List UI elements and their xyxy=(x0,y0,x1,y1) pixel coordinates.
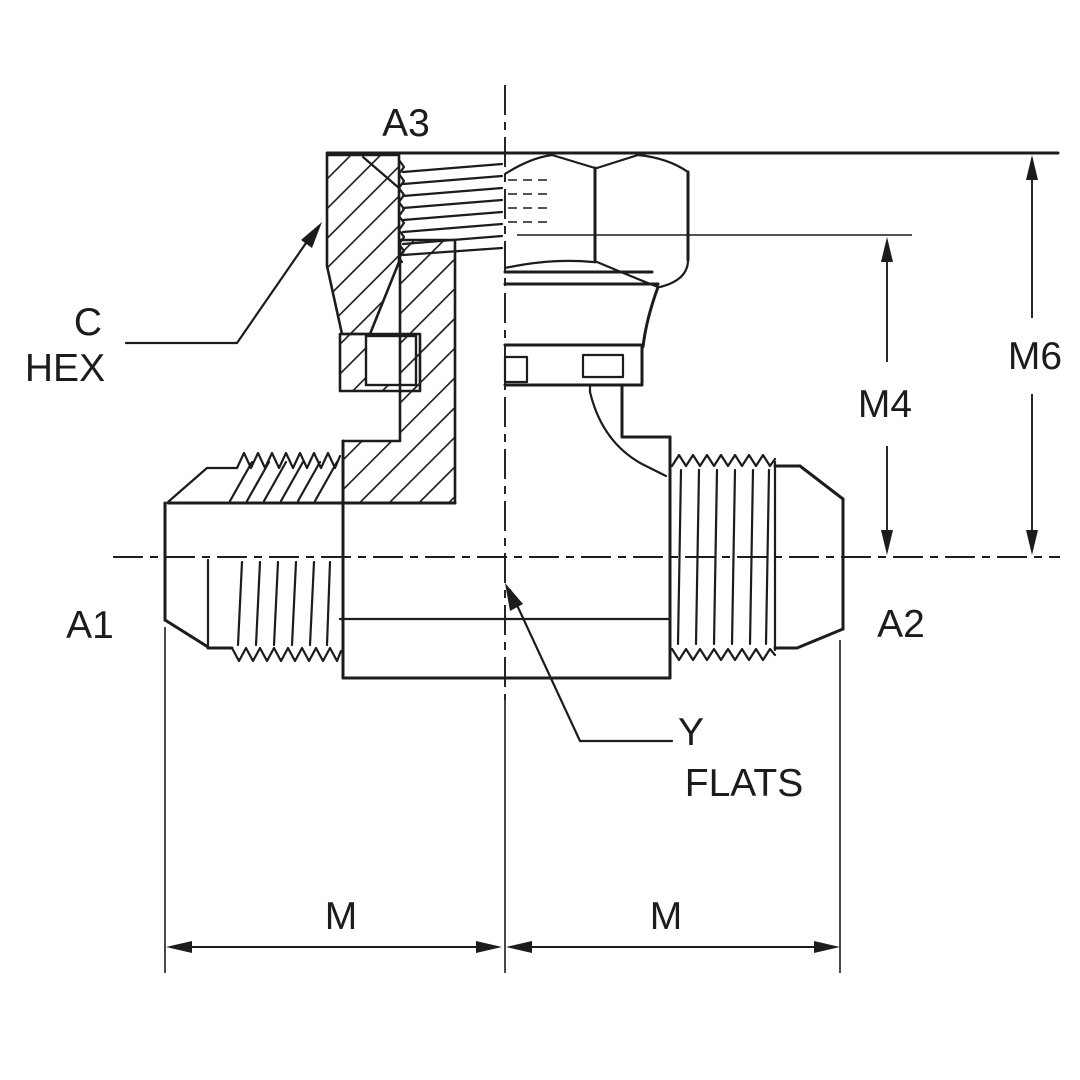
label-hex: HEX xyxy=(25,347,105,390)
right-thread-crest-top xyxy=(670,453,777,468)
tee-body xyxy=(166,435,672,680)
nut-thread-chamfer xyxy=(361,155,401,190)
m-left-arrow-right xyxy=(476,941,502,953)
label-c: C xyxy=(74,301,102,344)
left-thread-crest-bottom xyxy=(230,646,343,663)
callout-c-hex: C HEX xyxy=(25,222,322,390)
right-nose-chamfer-top xyxy=(798,464,845,501)
c-hex-leader xyxy=(124,228,317,345)
m4-arrow-up xyxy=(881,237,893,262)
m6-arrow-up xyxy=(1026,155,1038,180)
m6-arrow-down xyxy=(1026,530,1038,555)
dimension-m4: M4 xyxy=(517,234,912,555)
label-m-left: M xyxy=(325,895,358,938)
nut-hex-external xyxy=(503,153,690,349)
hex-face-chamfer-left xyxy=(503,153,597,176)
label-m6: M6 xyxy=(1008,335,1062,378)
hex-bottom-left xyxy=(503,259,595,270)
label-flats: FLATS xyxy=(685,762,803,805)
label-m-right: M xyxy=(650,895,683,938)
y-flats-leader xyxy=(508,588,674,743)
dimension-m-right: M xyxy=(506,640,841,973)
port-labels: A3 A1 A2 xyxy=(66,102,925,647)
right-nose-chamfer-bottom xyxy=(795,627,845,650)
centerlines xyxy=(113,85,1060,973)
left-flare-cone xyxy=(166,466,209,504)
m4-arrow-down xyxy=(881,530,893,555)
label-a2: A2 xyxy=(877,603,925,646)
left-thread-section-lines xyxy=(228,460,339,503)
y-flats-arrowhead xyxy=(505,583,523,611)
label-a1: A1 xyxy=(66,604,114,647)
label-y: Y xyxy=(678,711,704,754)
label-m4: M4 xyxy=(858,383,912,426)
left-thread-crest-top xyxy=(235,451,342,470)
hex-corner-fillet xyxy=(658,258,690,289)
left-nose-chamfer xyxy=(163,618,210,649)
left-thread-flanks xyxy=(236,560,332,647)
m-right-arrow-right xyxy=(814,941,840,953)
right-thread-crest-bottom xyxy=(670,647,777,662)
callout-y-flats: Y FLATS xyxy=(505,583,803,805)
dimension-m-left: M xyxy=(164,627,502,973)
m-left-arrow-left xyxy=(166,941,192,953)
nut-shoulder-curve xyxy=(641,285,660,349)
hex-face-chamfer-right xyxy=(595,153,690,174)
m-right-arrow-left xyxy=(506,941,532,953)
c-hex-arrowhead xyxy=(301,222,322,248)
left-male-port xyxy=(163,451,343,663)
dimension-m6: M6 xyxy=(1008,155,1062,555)
nut-hidden-threads xyxy=(508,179,552,223)
swivel-nut-assembly xyxy=(325,151,1060,505)
elbow-fillet-curve xyxy=(588,390,668,478)
label-a3: A3 xyxy=(382,102,430,145)
ring-slot-right xyxy=(581,353,625,379)
